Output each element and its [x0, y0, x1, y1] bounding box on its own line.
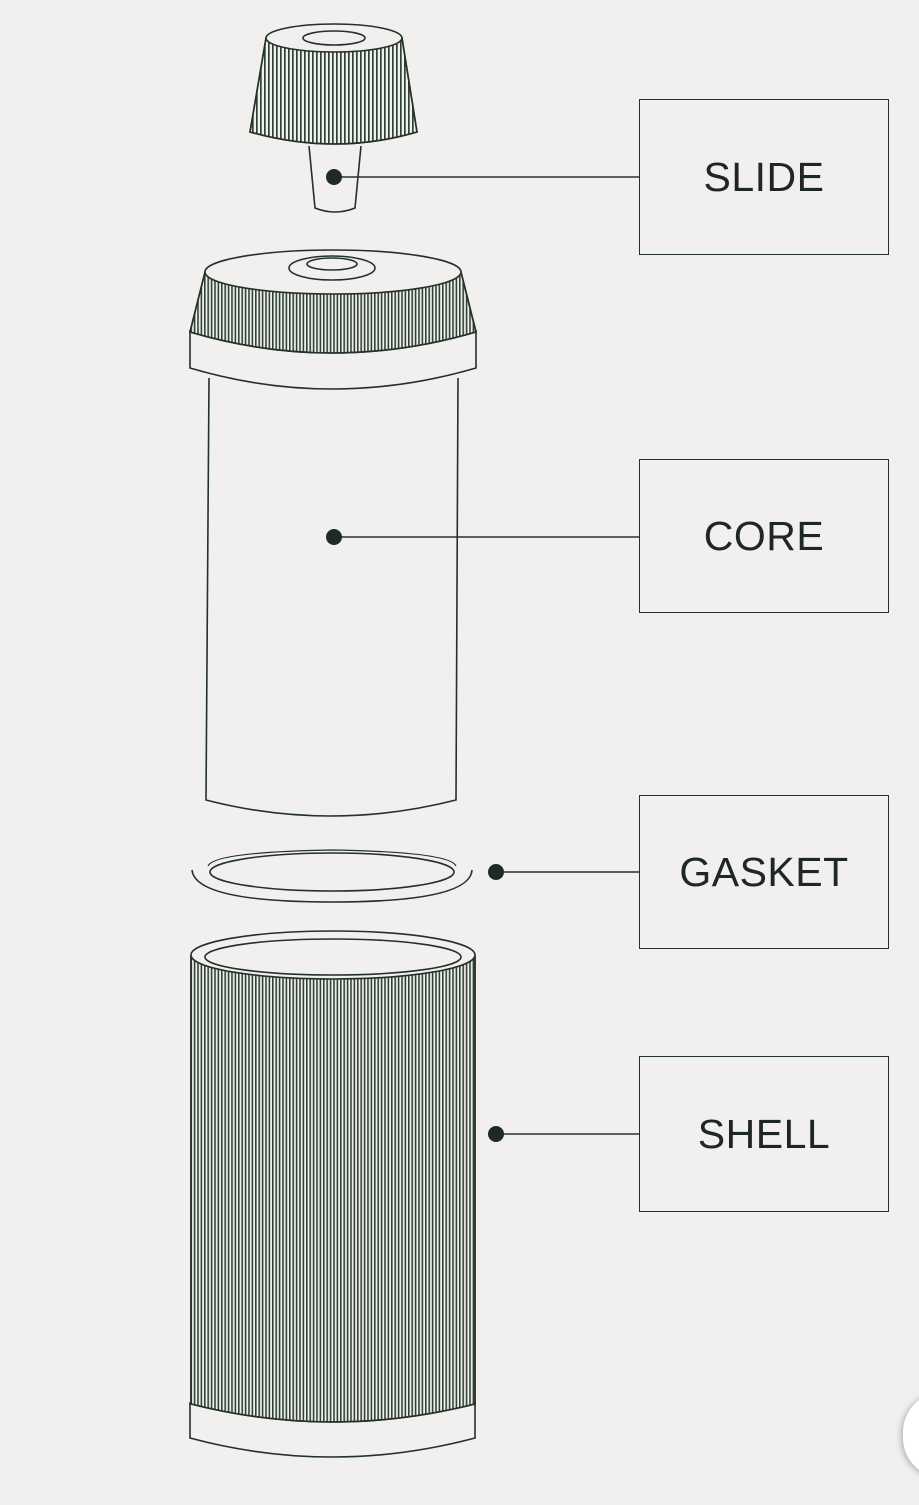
shell-rim-inner: [204, 938, 462, 976]
shell-part: [189, 930, 476, 1458]
gasket-ring-inner: [209, 852, 455, 892]
leader-dot-gasket: [488, 864, 504, 880]
label-gasket: GASKET: [679, 848, 849, 895]
label-shell: SHELL: [697, 1110, 831, 1157]
core-tube: [205, 377, 459, 817]
floating-action-button[interactable]: [903, 1392, 919, 1478]
slide-cap-hole: [302, 30, 366, 46]
gasket-ring-outer: [191, 869, 473, 903]
label-box-gasket: GASKET: [639, 795, 889, 949]
leader-slide: [326, 169, 639, 185]
label-box-shell: SHELL: [639, 1056, 889, 1212]
gasket-part: [191, 849, 473, 903]
label-core: CORE: [703, 512, 825, 559]
label-box-core: CORE: [639, 459, 889, 613]
shell-body-ribbed: [190, 941, 476, 1423]
core-part: [189, 249, 477, 817]
slide-part: [249, 23, 418, 213]
leader-core: [326, 529, 639, 545]
label-slide: SLIDE: [703, 153, 825, 200]
leader-gasket: [488, 864, 639, 880]
leader-shell: [488, 1126, 639, 1142]
leader-dot-slide: [326, 169, 342, 185]
label-box-slide: SLIDE: [639, 99, 889, 255]
slide-cap-ribbed: [249, 37, 418, 145]
leader-dot-core: [326, 529, 342, 545]
leader-dot-shell: [488, 1126, 504, 1142]
